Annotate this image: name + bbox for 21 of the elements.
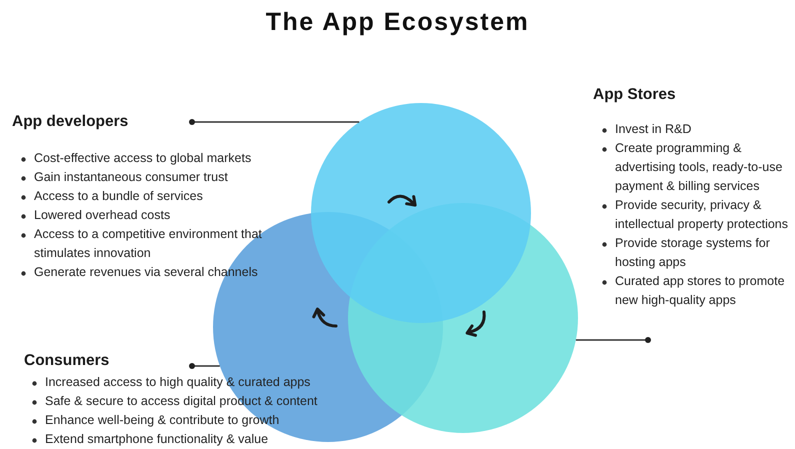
bullet-text: Increased access to high quality & curated apps bbox=[45, 375, 310, 389]
venn-circle bbox=[311, 103, 531, 323]
bullet-text: Invest in R&D bbox=[615, 122, 692, 136]
bullet-text: Access to a competitive environment that stimulates innovation bbox=[34, 227, 262, 260]
section-heading: Consumers bbox=[24, 352, 110, 370]
bullet-text: Extend smartphone functionality & value bbox=[45, 432, 268, 446]
bullet-text: Safe & secure to access digital product & content bbox=[45, 394, 318, 408]
section-heading: App Stores bbox=[593, 86, 676, 104]
bullet-text: Lowered overhead costs bbox=[34, 208, 170, 222]
bullet-text: Gain instantaneous consumer trust bbox=[34, 170, 228, 184]
section-heading: App developers bbox=[12, 113, 128, 131]
bullet-text: Provide storage systems for hosting apps bbox=[615, 236, 770, 269]
bullet-text: Create programming & advertising tools, ready-to-use payment & billing services bbox=[615, 141, 782, 193]
bullet-text: Cost-effective access to global markets bbox=[34, 151, 252, 165]
bullet-text: Access to a bundle of services bbox=[34, 189, 203, 203]
bullet-text: Provide security, privacy & intellectual property protections bbox=[615, 198, 788, 231]
leader-line bbox=[189, 119, 360, 125]
leader-line bbox=[189, 363, 220, 369]
bullet-text: Curated app stores to promote new high-quality apps bbox=[615, 274, 785, 307]
leader-line bbox=[576, 337, 651, 343]
diagram-title: The App Ecosystem bbox=[264, 8, 530, 37]
